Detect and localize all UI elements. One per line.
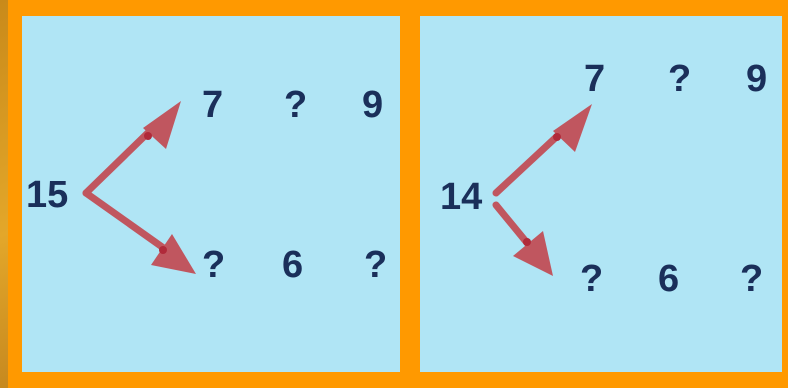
right-lower-arrow — [496, 205, 553, 276]
right-top-cell-3: 9 — [746, 60, 767, 98]
left-bottom-cell-2: 6 — [282, 246, 303, 284]
right-bottom-cell-1: ? — [580, 260, 603, 298]
left-lower-arrow — [86, 193, 196, 274]
left-start-number: 15 — [26, 176, 68, 214]
left-bottom-cell-3: ? — [364, 246, 387, 284]
left-top-cell-2: ? — [284, 86, 307, 124]
right-top-cell-1: 7 — [584, 60, 605, 98]
right-upper-arrow — [496, 104, 592, 193]
left-top-cell-1: 7 — [202, 86, 223, 124]
right-bottom-cell-3: ? — [740, 260, 763, 298]
left-top-cell-3: 9 — [362, 86, 383, 124]
left-upper-arrow — [86, 101, 181, 193]
right-start-number: 14 — [440, 178, 482, 216]
left-bottom-cell-1: ? — [202, 246, 225, 284]
right-top-cell-2: ? — [668, 60, 691, 98]
right-bottom-cell-2: 6 — [658, 260, 679, 298]
